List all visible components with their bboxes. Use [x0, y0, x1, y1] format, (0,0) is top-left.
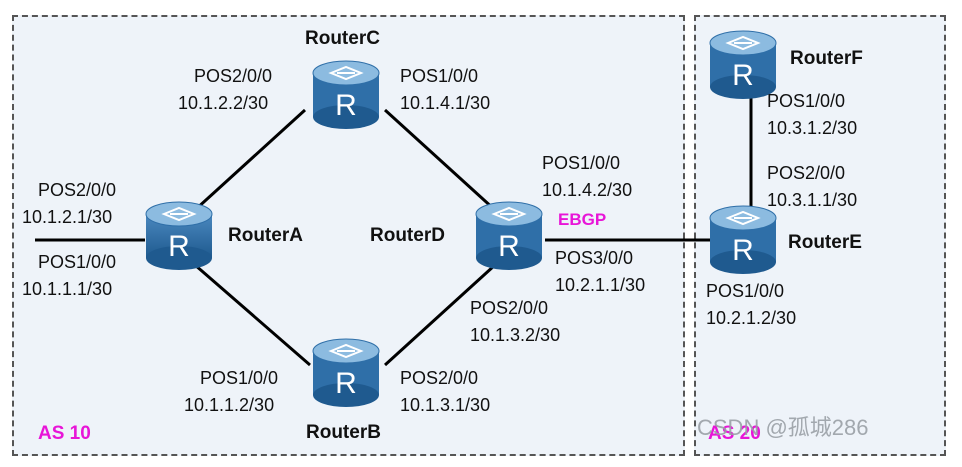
- router-e-icon: R: [704, 200, 782, 278]
- link-b-d: [383, 263, 497, 367]
- router-e-label: RouterE: [788, 232, 862, 253]
- as-20-label: AS 20: [708, 423, 761, 444]
- router-c-glyph: R: [335, 89, 357, 122]
- link-a-c: [193, 108, 307, 212]
- router-c-icon: R: [307, 55, 385, 133]
- ebgp-label: EBGP: [558, 210, 607, 229]
- router-c-label: RouterC: [305, 28, 380, 49]
- router-f-icon: R: [704, 25, 782, 103]
- router-f-label: RouterF: [790, 48, 863, 69]
- router-b-glyph: R: [335, 367, 357, 400]
- router-a-icon: R: [140, 196, 218, 274]
- link-a-b: [194, 263, 311, 367]
- router-b-icon: R: [307, 333, 385, 411]
- router-a-label: RouterA: [228, 225, 303, 246]
- router-b-label: RouterB: [306, 422, 381, 443]
- router-f-glyph: R: [732, 59, 754, 92]
- router-d-icon: R: [470, 196, 548, 274]
- link-c-d: [383, 108, 497, 212]
- watermark: CSDN @孤城286: [697, 415, 869, 440]
- router-d-glyph: R: [498, 230, 520, 263]
- router-e-glyph: R: [732, 234, 754, 267]
- router-d-label: RouterD: [370, 225, 445, 246]
- as-10-label: AS 10: [38, 423, 91, 444]
- router-a-glyph: R: [168, 230, 190, 263]
